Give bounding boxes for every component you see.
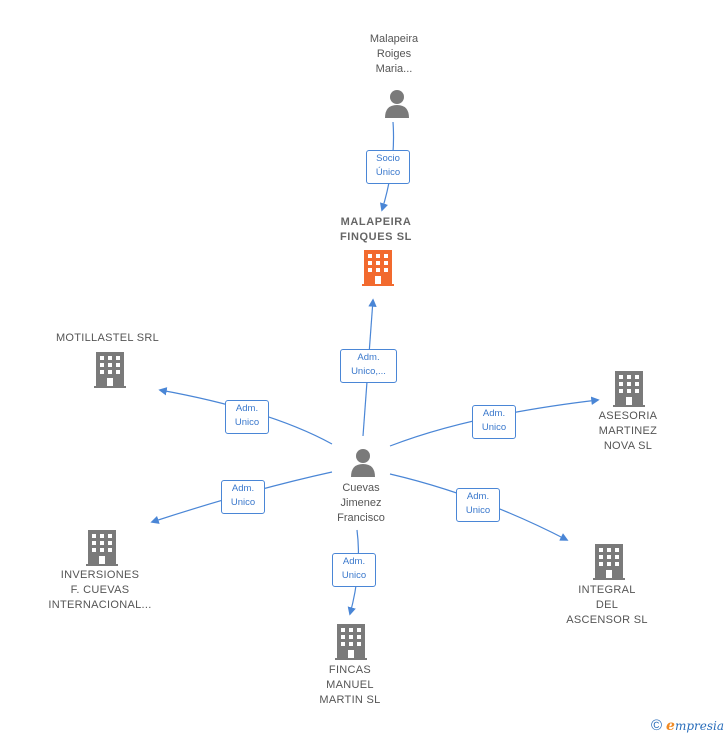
person-icon-main[interactable]: [351, 449, 375, 477]
person-label-cuevas[interactable]: Cuevas Jimenez Francisco: [337, 482, 385, 524]
company-label-motillastel[interactable]: MOTILLASTEL SRL: [55, 332, 160, 344]
footer-brand: © empresia: [651, 717, 724, 734]
building-icon-integral[interactable]: [593, 544, 625, 580]
person-label-malapeira[interactable]: Malapeira Roiges Maria...: [369, 33, 419, 75]
company-label-fincas[interactable]: FINCAS MANUEL MARTIN SL: [319, 664, 381, 706]
relation-badge-adm-motillastel[interactable]: Adm. Unico: [225, 400, 269, 434]
relation-badge-adm-asesoria[interactable]: Adm. Unico: [472, 405, 516, 439]
building-icon-center[interactable]: [362, 250, 394, 286]
company-label-malapeira-finques[interactable]: MALAPEIRA FINQUES SL: [339, 216, 412, 243]
relation-badge-adm-center[interactable]: Adm. Unico,...: [340, 349, 397, 383]
empresia-logo[interactable]: empresia: [666, 717, 724, 734]
building-icon-motillastel[interactable]: [94, 352, 126, 388]
relation-badge-adm-inversiones[interactable]: Adm. Unico: [221, 480, 265, 514]
building-icon-asesoria[interactable]: [613, 371, 645, 407]
copyright-icon: ©: [650, 717, 663, 734]
person-icon-top[interactable]: [385, 90, 409, 118]
relation-badge-adm-integral[interactable]: Adm. Unico: [456, 488, 500, 522]
company-label-integral[interactable]: INTEGRAL DEL ASCENSOR SL: [566, 584, 648, 626]
relation-badge-socio-unico[interactable]: Socio Único: [366, 150, 410, 184]
building-icon-fincas[interactable]: [335, 624, 367, 660]
company-label-asesoria[interactable]: ASESORIA MARTINEZ NOVA SL: [598, 410, 658, 452]
relation-badge-adm-fincas[interactable]: Adm. Unico: [332, 553, 376, 587]
building-icon-inversiones[interactable]: [86, 530, 118, 566]
company-label-inversiones[interactable]: INVERSIONES F. CUEVAS INTERNACIONAL...: [48, 569, 152, 611]
